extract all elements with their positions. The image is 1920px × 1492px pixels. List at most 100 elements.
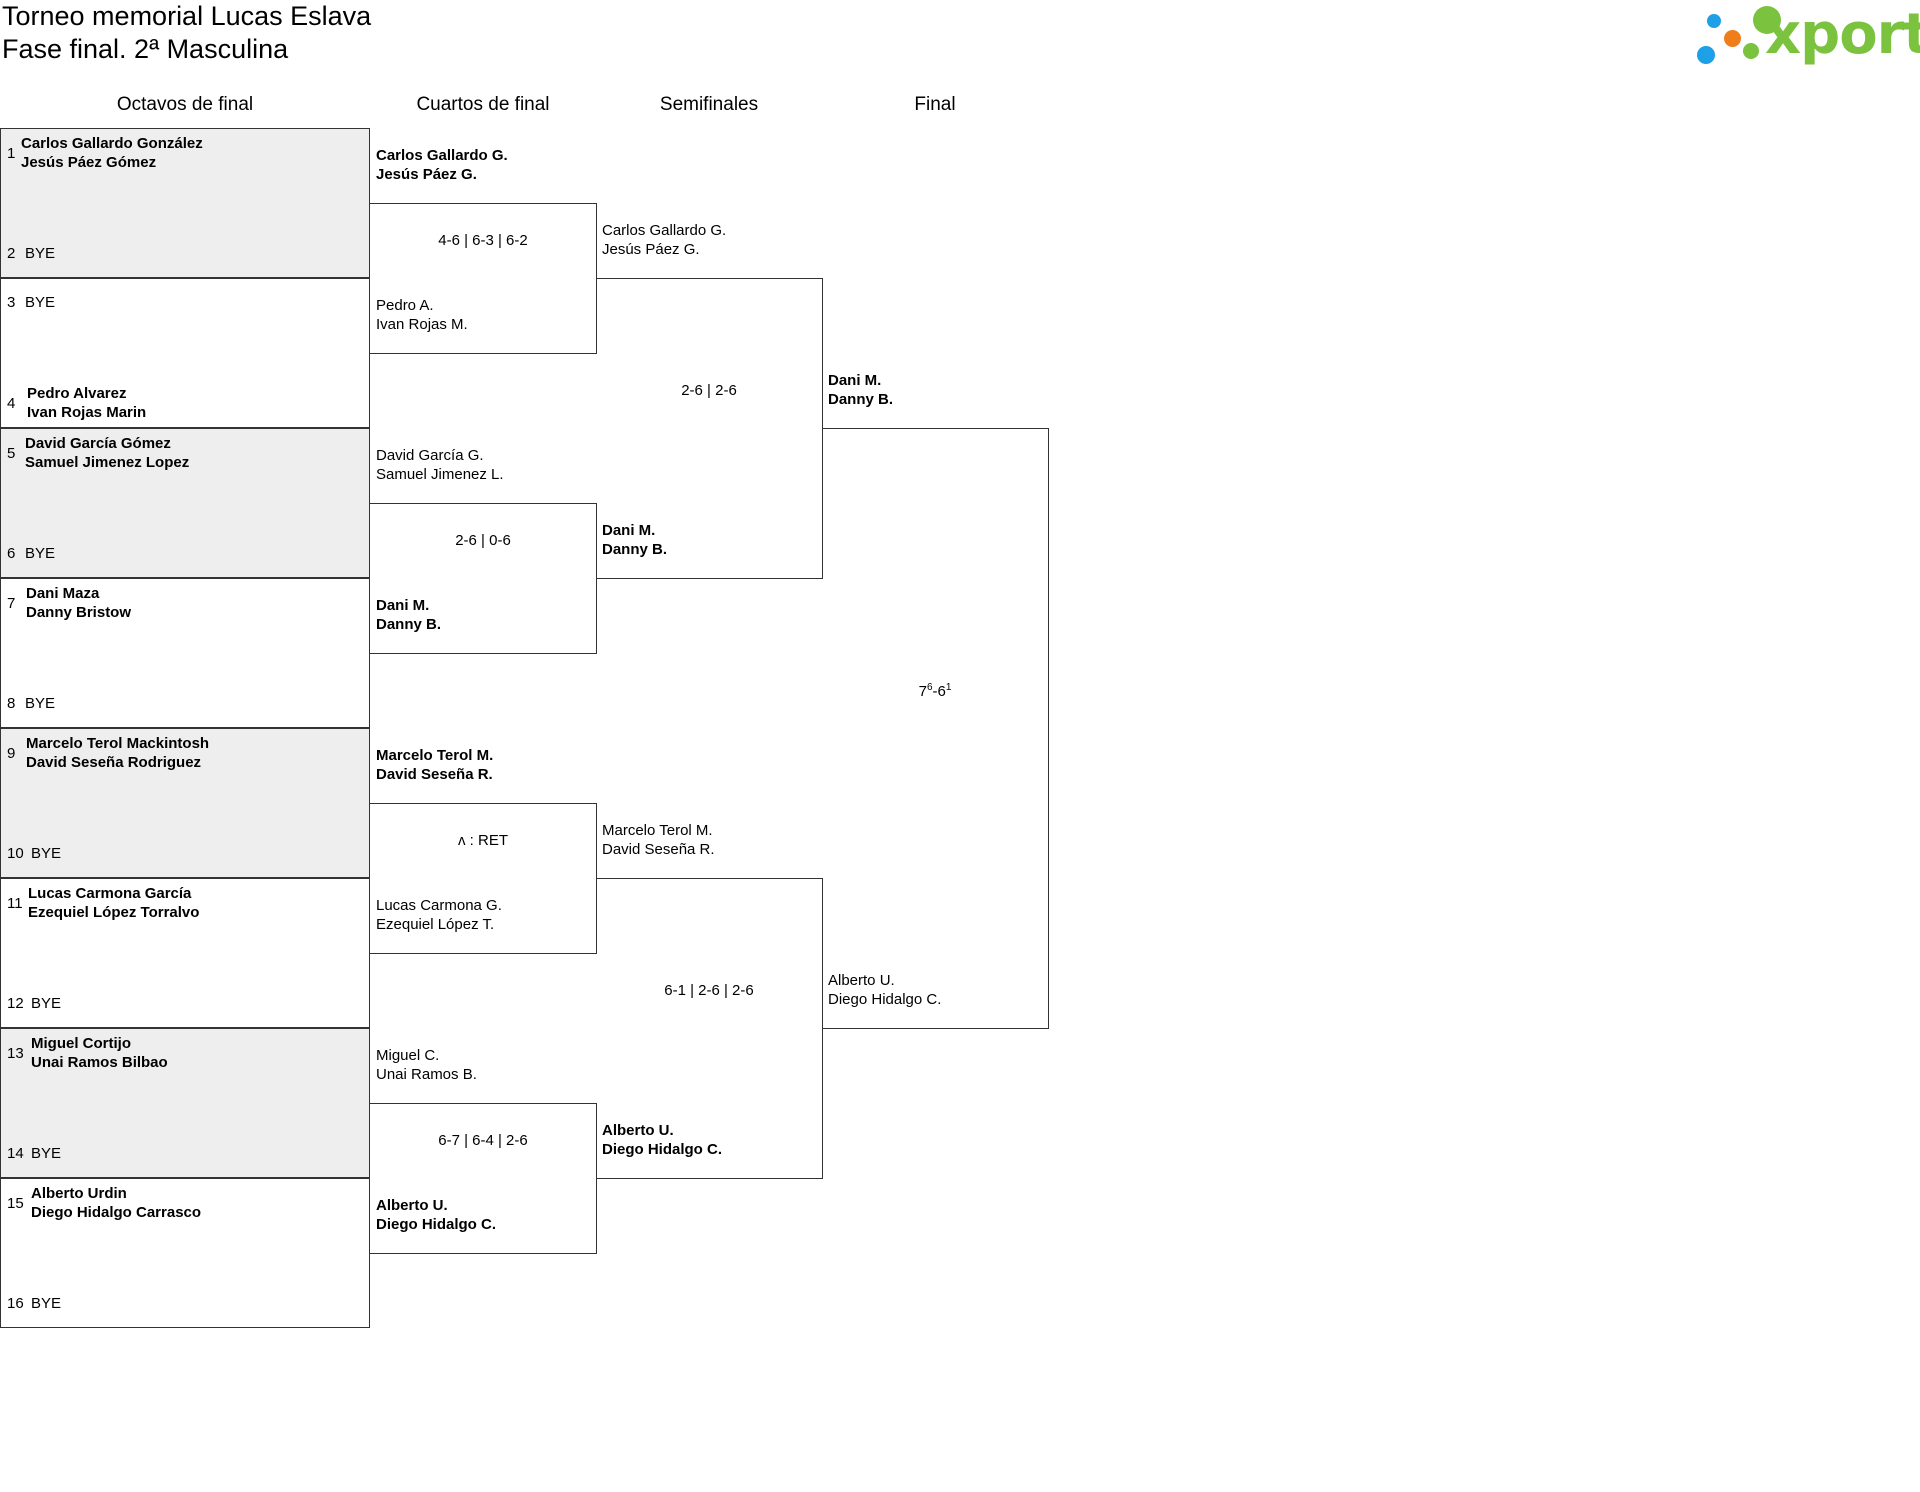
seed-number: 3 xyxy=(7,294,16,311)
qf-score: 4-6 | 6-3 | 6-2 xyxy=(438,232,528,249)
seed-number: 8 xyxy=(7,695,16,712)
seed-number: 11 xyxy=(7,895,23,912)
r16-player: Dani Maza xyxy=(26,585,100,602)
r16-player: BYE xyxy=(25,245,56,262)
r16-player: Miguel Cortijo xyxy=(31,1035,131,1052)
tournament-title: Torneo memorial Lucas Eslava xyxy=(2,1,372,31)
r16-player: BYE xyxy=(31,1145,62,1162)
phase-title: Fase final. 2ª Masculina xyxy=(2,34,289,64)
qf-player: Marcelo Terol M. xyxy=(376,747,494,764)
qf-player: Dani M. xyxy=(376,597,430,614)
qf-player: Unai Ramos B. xyxy=(376,1066,477,1083)
round-header-qf: Cuartos de final xyxy=(416,94,550,115)
sf-player: Danny B. xyxy=(602,541,668,558)
seed-number: 10 xyxy=(7,845,24,862)
final-score-a: 7 xyxy=(918,683,927,700)
qf-player: Ezequiel López T. xyxy=(376,916,495,933)
qf-player: David García G. xyxy=(376,447,484,464)
r16-player: BYE xyxy=(31,845,62,862)
final-score-b: 6 xyxy=(937,683,946,700)
logo-dot-blue-small-icon xyxy=(1707,14,1721,28)
logo-dot-orange-icon xyxy=(1724,30,1741,47)
r16-player: Carlos Gallardo González xyxy=(21,135,203,152)
qf-player: Ivan Rojas M. xyxy=(376,316,468,333)
round-header-final: Final xyxy=(914,94,956,115)
round-header-sf: Semifinales xyxy=(659,94,759,115)
final-player: Danny B. xyxy=(828,391,894,408)
r16-match-4: 7 Dani Maza Danny Bristow 8 BYE xyxy=(0,578,370,728)
r16-match-3: 5 David García Gómez Samuel Jimenez Lope… xyxy=(0,428,370,578)
qf-player: Jesús Páez G. xyxy=(376,166,477,183)
sf-player: Dani M. xyxy=(602,522,656,539)
r16-player: Danny Bristow xyxy=(26,604,132,621)
r16-player: Samuel Jimenez Lopez xyxy=(25,454,190,471)
sf-player: Jesús Páez G. xyxy=(602,241,700,258)
sf-player: David Seseña R. xyxy=(602,841,715,858)
r16-match-7: 13 Miguel Cortijo Unai Ramos Bilbao 14 B… xyxy=(0,1028,370,1178)
seed-number: 1 xyxy=(7,145,16,162)
final-player: Alberto U. xyxy=(828,972,895,989)
seed-number: 16 xyxy=(7,1295,24,1312)
r16-player: Pedro Alvarez xyxy=(27,385,127,402)
sf-player: Marcelo Terol M. xyxy=(602,822,713,839)
logo-dot-green-icon xyxy=(1753,6,1781,34)
r16-player: BYE xyxy=(31,995,62,1012)
sf-score: 2-6 | 2-6 xyxy=(681,382,737,399)
r16-player: Alberto Urdin xyxy=(31,1185,127,1202)
seed-number: 7 xyxy=(7,595,16,612)
seed-number: 12 xyxy=(7,995,24,1012)
r16-player: Ivan Rojas Marin xyxy=(27,404,147,421)
qf-player: Diego Hidalgo C. xyxy=(376,1216,496,1233)
final-match xyxy=(822,428,1049,1029)
final-player: Dani M. xyxy=(828,372,882,389)
final-score-a-tiebreak: 6 xyxy=(926,682,933,693)
qf-score: ᴧ : RET xyxy=(457,832,508,849)
seed-number: 2 xyxy=(7,245,16,262)
logo-dot-blue-icon xyxy=(1697,46,1715,64)
r16-player: David Seseña Rodriguez xyxy=(26,754,202,771)
seed-number: 5 xyxy=(7,445,16,462)
qf-score: 2-6 | 0-6 xyxy=(455,532,511,549)
qf-player: Samuel Jimenez L. xyxy=(376,466,504,483)
final-score-separator: - xyxy=(932,683,938,700)
xporty-logo: xporty xyxy=(1695,0,1920,70)
r16-player: BYE xyxy=(25,695,56,712)
logo-dot-green-small-icon xyxy=(1743,43,1759,59)
sf-player: Carlos Gallardo G. xyxy=(602,222,727,239)
r16-player: Unai Ramos Bilbao xyxy=(31,1054,168,1071)
seed-number: 4 xyxy=(7,395,16,412)
seed-number: 9 xyxy=(7,745,16,762)
r16-player: BYE xyxy=(25,545,56,562)
r16-match-8: 15 Alberto Urdin Diego Hidalgo Carrasco … xyxy=(0,1178,370,1328)
qf-score: 6-7 | 6-4 | 2-6 xyxy=(438,1132,528,1149)
r16-match-6: 11 Lucas Carmona García Ezequiel López T… xyxy=(0,878,370,1028)
qf-player: Pedro A. xyxy=(376,297,434,314)
final-score-b-tiebreak: 1 xyxy=(945,682,952,693)
final-player: Diego Hidalgo C. xyxy=(828,991,942,1008)
r16-player: Lucas Carmona García xyxy=(28,885,192,902)
r16-player: BYE xyxy=(31,1295,62,1312)
qf-player: Alberto U. xyxy=(376,1197,448,1214)
final-score: 76-61 xyxy=(822,682,1048,700)
r16-player: Jesús Páez Gómez xyxy=(21,154,157,171)
r16-player: Marcelo Terol Mackintosh xyxy=(26,735,210,752)
r16-match-2: 3 BYE 4 Pedro Alvarez Ivan Rojas Marin xyxy=(0,278,370,428)
r16-match-5: 9 Marcelo Terol Mackintosh David Seseña … xyxy=(0,728,370,878)
r16-player: Diego Hidalgo Carrasco xyxy=(31,1204,202,1221)
r16-player: David García Gómez xyxy=(25,435,171,452)
r16-match-1: 1 Carlos Gallardo González Jesús Páez Gó… xyxy=(0,128,370,278)
sf-player: Alberto U. xyxy=(602,1122,674,1139)
qf-player: Carlos Gallardo G. xyxy=(376,147,508,164)
seed-number: 15 xyxy=(7,1195,24,1212)
qf-player: Miguel C. xyxy=(376,1047,440,1064)
round-header-r16: Octavos de final xyxy=(116,94,254,115)
seed-number: 6 xyxy=(7,545,16,562)
r16-player: Ezequiel López Torralvo xyxy=(28,904,200,921)
seed-number: 13 xyxy=(7,1045,24,1062)
sf-score: 6-1 | 2-6 | 2-6 xyxy=(664,982,754,999)
seed-number: 14 xyxy=(7,1145,24,1162)
qf-player: David Seseña R. xyxy=(376,766,493,783)
qf-player: Lucas Carmona G. xyxy=(376,897,502,914)
qf-player: Danny B. xyxy=(376,616,442,633)
sf-player: Diego Hidalgo C. xyxy=(602,1141,722,1158)
